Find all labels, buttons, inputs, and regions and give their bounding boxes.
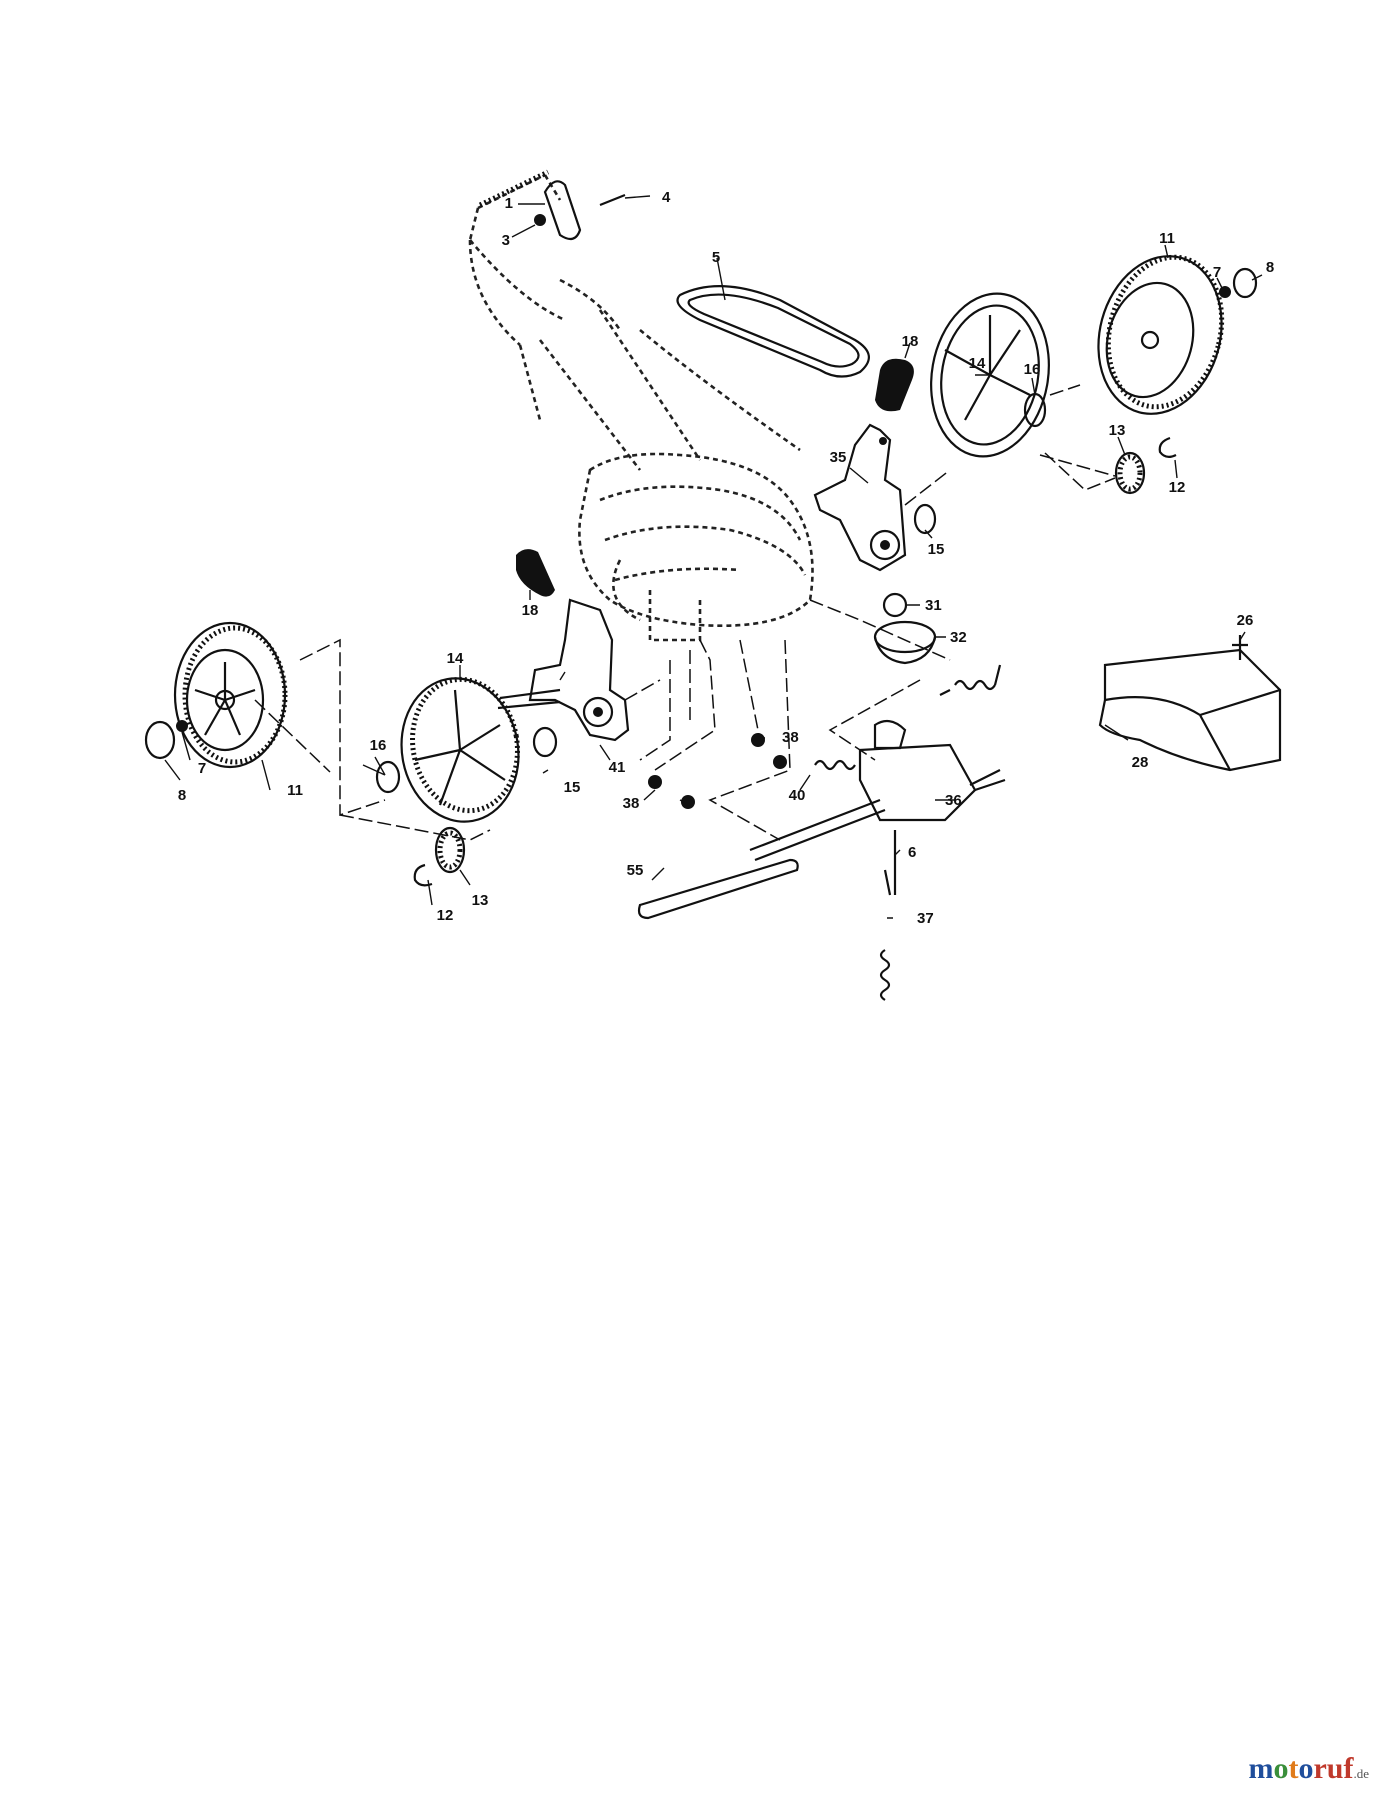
handle-outline <box>468 169 801 471</box>
label-18-right: 18 <box>902 333 919 350</box>
label-13-right: 13 <box>1109 422 1126 439</box>
bracket-left <box>497 598 630 742</box>
label-15-right: 15 <box>928 541 945 558</box>
label-11-right: 11 <box>1159 230 1175 247</box>
label-16-right: 16 <box>1024 361 1041 378</box>
bearing-left <box>532 726 558 758</box>
gear-left <box>434 826 466 874</box>
label-35: 35 <box>830 449 847 466</box>
label-1: 1 <box>505 195 513 212</box>
label-7-left: 7 <box>198 760 206 777</box>
wheel-cap-right <box>1219 267 1258 299</box>
clip-left <box>413 863 433 887</box>
label-15-left: 15 <box>564 779 581 796</box>
wheel-left <box>173 621 288 769</box>
watermark-logo: motoruf.de <box>1248 1752 1369 1786</box>
washer-left <box>375 760 401 794</box>
control-lever <box>534 180 626 241</box>
label-36: 36 <box>945 792 962 809</box>
bracket-right <box>813 423 907 572</box>
watermark-ruf: ruf <box>1313 1752 1354 1785</box>
hubcap-right <box>930 292 1050 458</box>
label-12-left: 12 <box>437 907 454 924</box>
label-14-right: 14 <box>969 355 986 372</box>
label-16-left: 16 <box>370 737 387 754</box>
label-37: 37 <box>917 910 934 927</box>
axle-lines-right <box>904 384 1116 506</box>
label-12-right: 12 <box>1169 479 1186 496</box>
label-31: 31 <box>925 597 942 614</box>
label-8-right: 8 <box>1266 259 1274 276</box>
label-8-left: 8 <box>178 787 186 804</box>
label-11-left: 11 <box>287 782 303 799</box>
label-28: 28 <box>1132 754 1149 771</box>
watermark-o: o <box>1273 1752 1289 1785</box>
wheel-cap-left <box>144 720 188 760</box>
wheel-right <box>1097 254 1225 415</box>
label-32: 32 <box>950 629 967 646</box>
watermark-m: m <box>1248 1752 1274 1785</box>
label-3: 3 <box>502 232 510 249</box>
label-18-left: 18 <box>522 602 539 619</box>
engine-outline <box>578 452 814 642</box>
label-6: 6 <box>908 844 916 861</box>
transmission <box>749 719 1006 896</box>
label-5: 5 <box>712 249 720 266</box>
watermark-o2: o <box>1298 1752 1314 1785</box>
label-26: 26 <box>1237 612 1254 629</box>
deflector <box>1098 635 1282 772</box>
drive-belt <box>676 285 870 378</box>
clip-right <box>1158 436 1177 459</box>
watermark-tld: .de <box>1353 1766 1369 1781</box>
label-55: 55 <box>627 862 644 879</box>
label-7-right: 7 <box>1213 264 1221 281</box>
gear-right <box>1114 451 1146 495</box>
axle-rod <box>637 858 799 920</box>
label-40: 40 <box>789 787 806 804</box>
label-4: 4 <box>662 189 671 206</box>
axle-lines-left <box>254 638 716 841</box>
label-14-left: 14 <box>447 650 464 667</box>
part-labels: 1 3 4 5 18 14 16 11 7 8 13 12 35 15 18 3… <box>178 189 1274 927</box>
wear-pad-left <box>516 549 555 597</box>
label-38-b: 38 <box>782 729 799 746</box>
hubcap-left <box>400 676 520 823</box>
wear-pad-right <box>875 358 914 412</box>
label-13-left: 13 <box>472 892 489 909</box>
springs <box>814 664 1002 1001</box>
label-41: 41 <box>609 759 626 776</box>
leader-lines <box>164 195 1263 919</box>
label-38-a: 38 <box>623 795 640 812</box>
watermark-t: t <box>1288 1752 1299 1785</box>
nuts <box>648 733 787 809</box>
bearing-right <box>913 503 937 535</box>
